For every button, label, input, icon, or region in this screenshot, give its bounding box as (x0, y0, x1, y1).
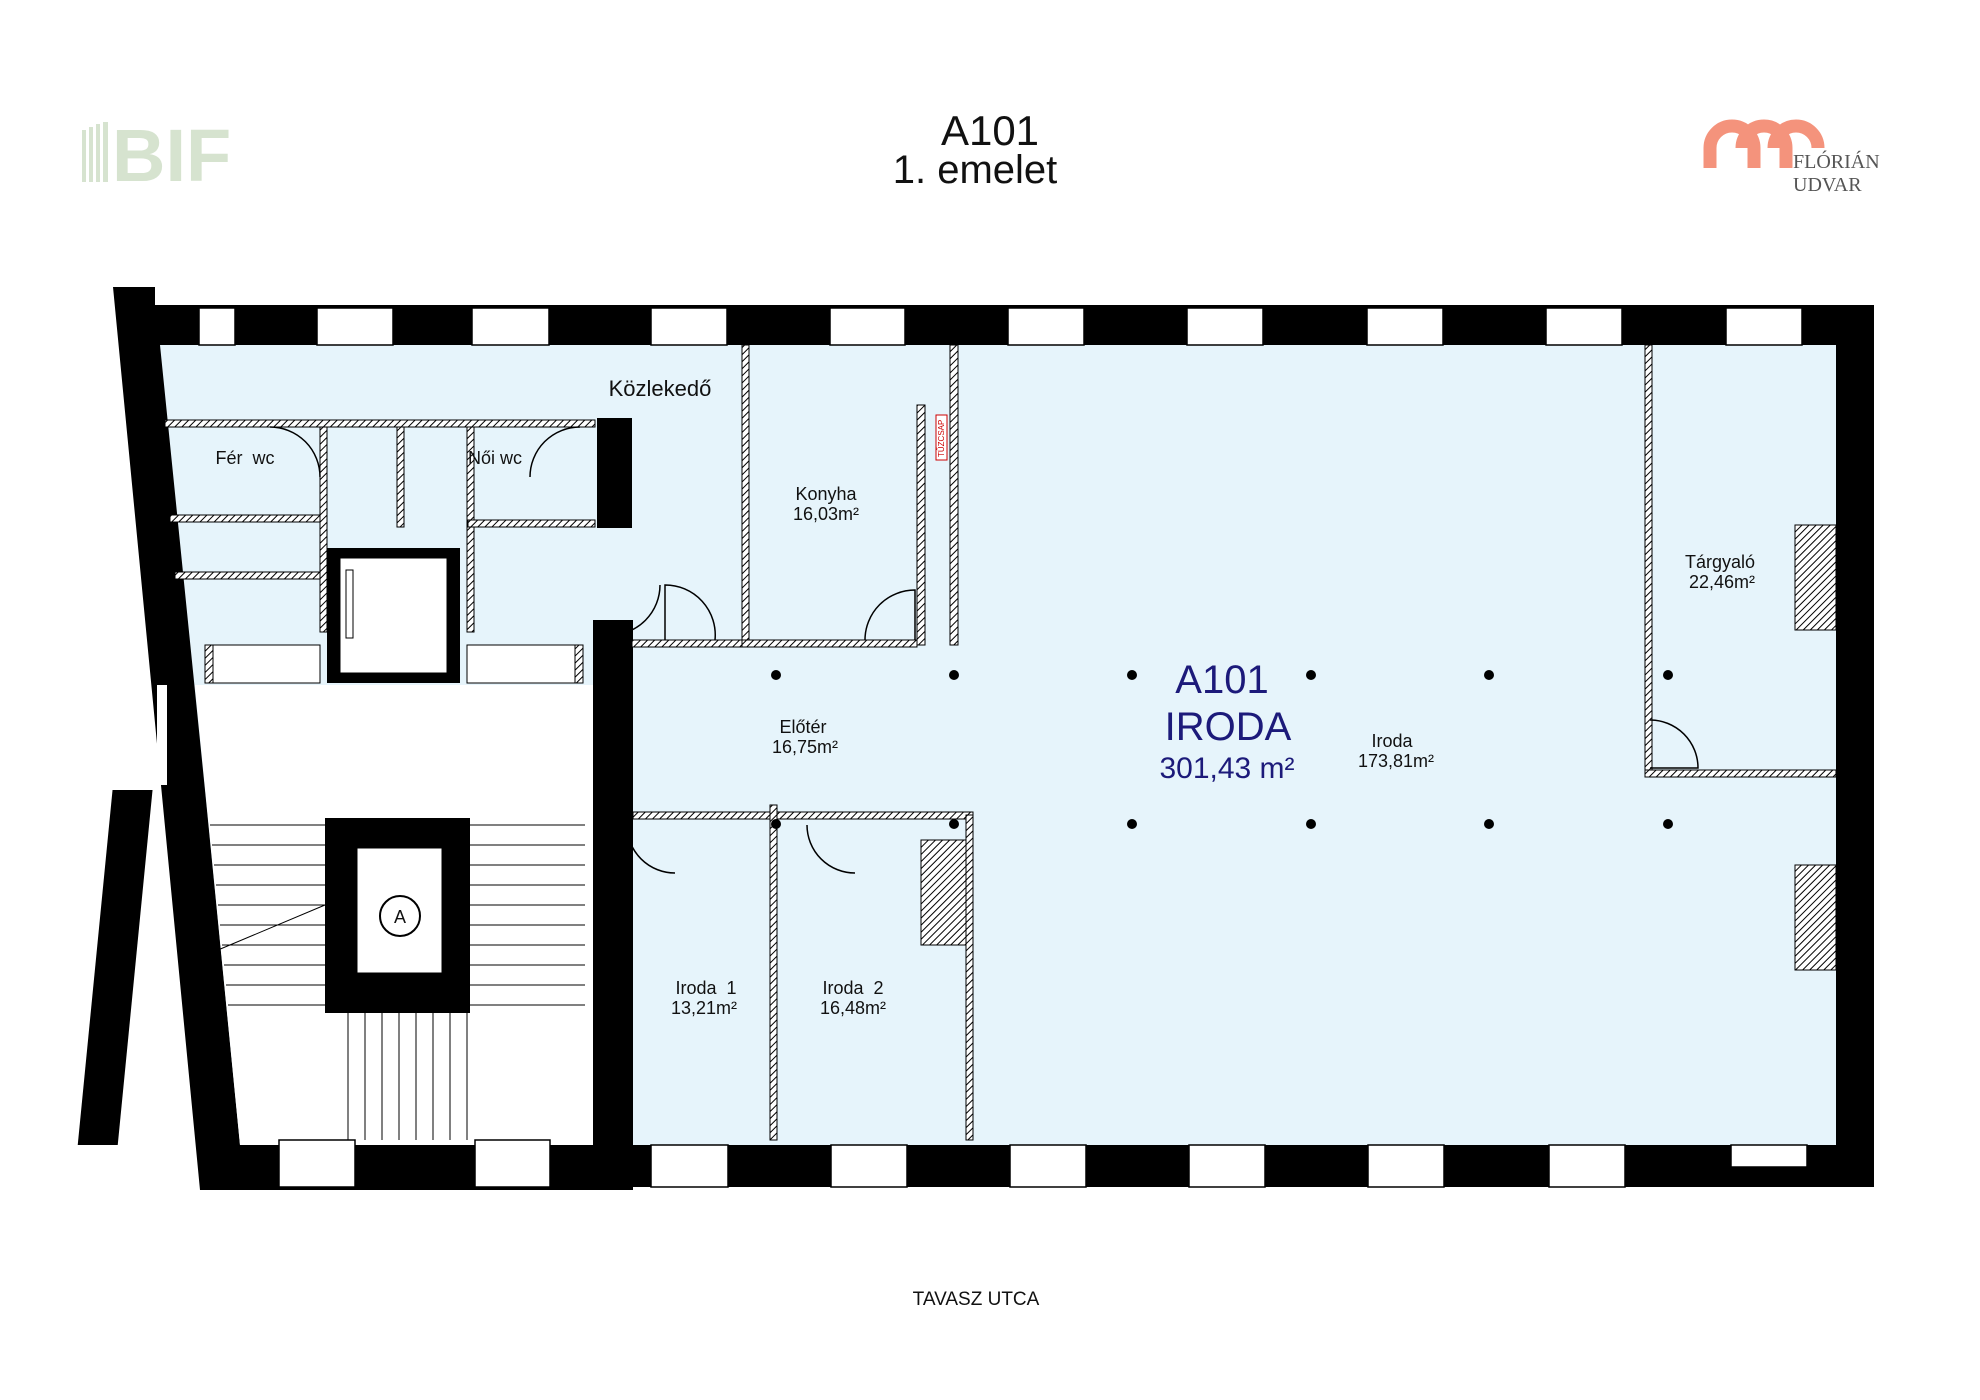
room-area-iroda-2: 16,48m² (820, 998, 886, 1018)
windows-top (198, 307, 1803, 346)
structural-columns (771, 670, 1673, 829)
building-walls (77, 287, 1874, 1190)
bif-logo: BIF (82, 114, 231, 197)
room-label-konyha: Konyha (795, 484, 857, 504)
room-label-targyalo: Tárgyaló (1685, 552, 1755, 572)
stair-core: A (325, 818, 470, 1013)
windows-bottom (278, 1139, 1808, 1188)
elevator-shaft (212, 548, 576, 684)
unit-name: A101 (1175, 658, 1268, 702)
room-label-iroda-2: Iroda 2 (822, 978, 883, 998)
unit-area: 301,43 m² (1159, 752, 1294, 785)
partition-walls (164, 344, 1837, 1141)
floor-subtitle: 1. emelet (893, 148, 1058, 192)
room-label-eloter: Előtér (779, 717, 826, 737)
room-area-iroda: 173,81m² (1358, 751, 1434, 771)
room-label-fer-wc: Fér wc (215, 448, 274, 468)
room-area-targyalo: 22,46m² (1689, 572, 1755, 592)
stairs (210, 824, 585, 1140)
florian-udvar-logo: FLÓRIÁN UDVAR (1703, 119, 1880, 196)
room-label-iroda-1: Iroda 1 (675, 978, 736, 998)
room-area-eloter: 16,75m² (772, 737, 838, 757)
room-area-konyha: 16,03m² (793, 504, 859, 524)
doors (269, 426, 1699, 874)
svg-text:FLÓRIÁN: FLÓRIÁN (1793, 149, 1880, 173)
unit-type: IRODA (1165, 705, 1292, 749)
fire-hydrant: TŰZCSAP (935, 414, 948, 461)
room-area-iroda-1: 13,21m² (671, 998, 737, 1018)
elevator-label: A (394, 907, 406, 927)
street-name: TAVASZ UTCA (913, 1289, 1040, 1310)
room-label-noi-wc: Női wc (468, 448, 522, 468)
svg-text:UDVAR: UDVAR (1793, 174, 1862, 196)
plan-title: A101 (941, 107, 1039, 154)
bif-logo-text: BIF (112, 114, 231, 197)
room-label-kozlekedo: Közlekedő (609, 376, 712, 401)
svg-text:TŰZCSAP: TŰZCSAP (937, 420, 946, 457)
room-label-iroda: Iroda (1371, 731, 1413, 751)
